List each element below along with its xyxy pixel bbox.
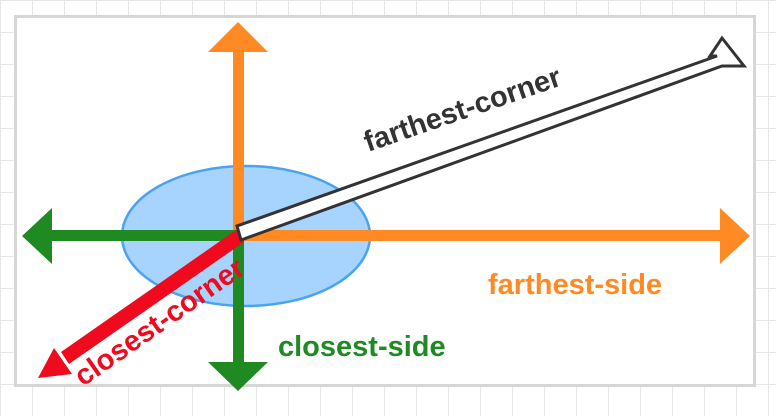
farthest-corner-arrow [235,35,748,242]
farthest-side-vertical-arrow [208,22,268,238]
farthest-corner-label: farthest-corner [360,61,565,158]
closest-side-horizontal-arrow [22,208,242,264]
farthest-side-horizontal-arrow [240,208,750,264]
closest-corner-arrow [38,230,244,378]
closest-side-vertical-arrow [208,236,268,391]
closest-side-label: closest-side [278,331,446,363]
farthest-side-label: farthest-side [488,269,662,301]
